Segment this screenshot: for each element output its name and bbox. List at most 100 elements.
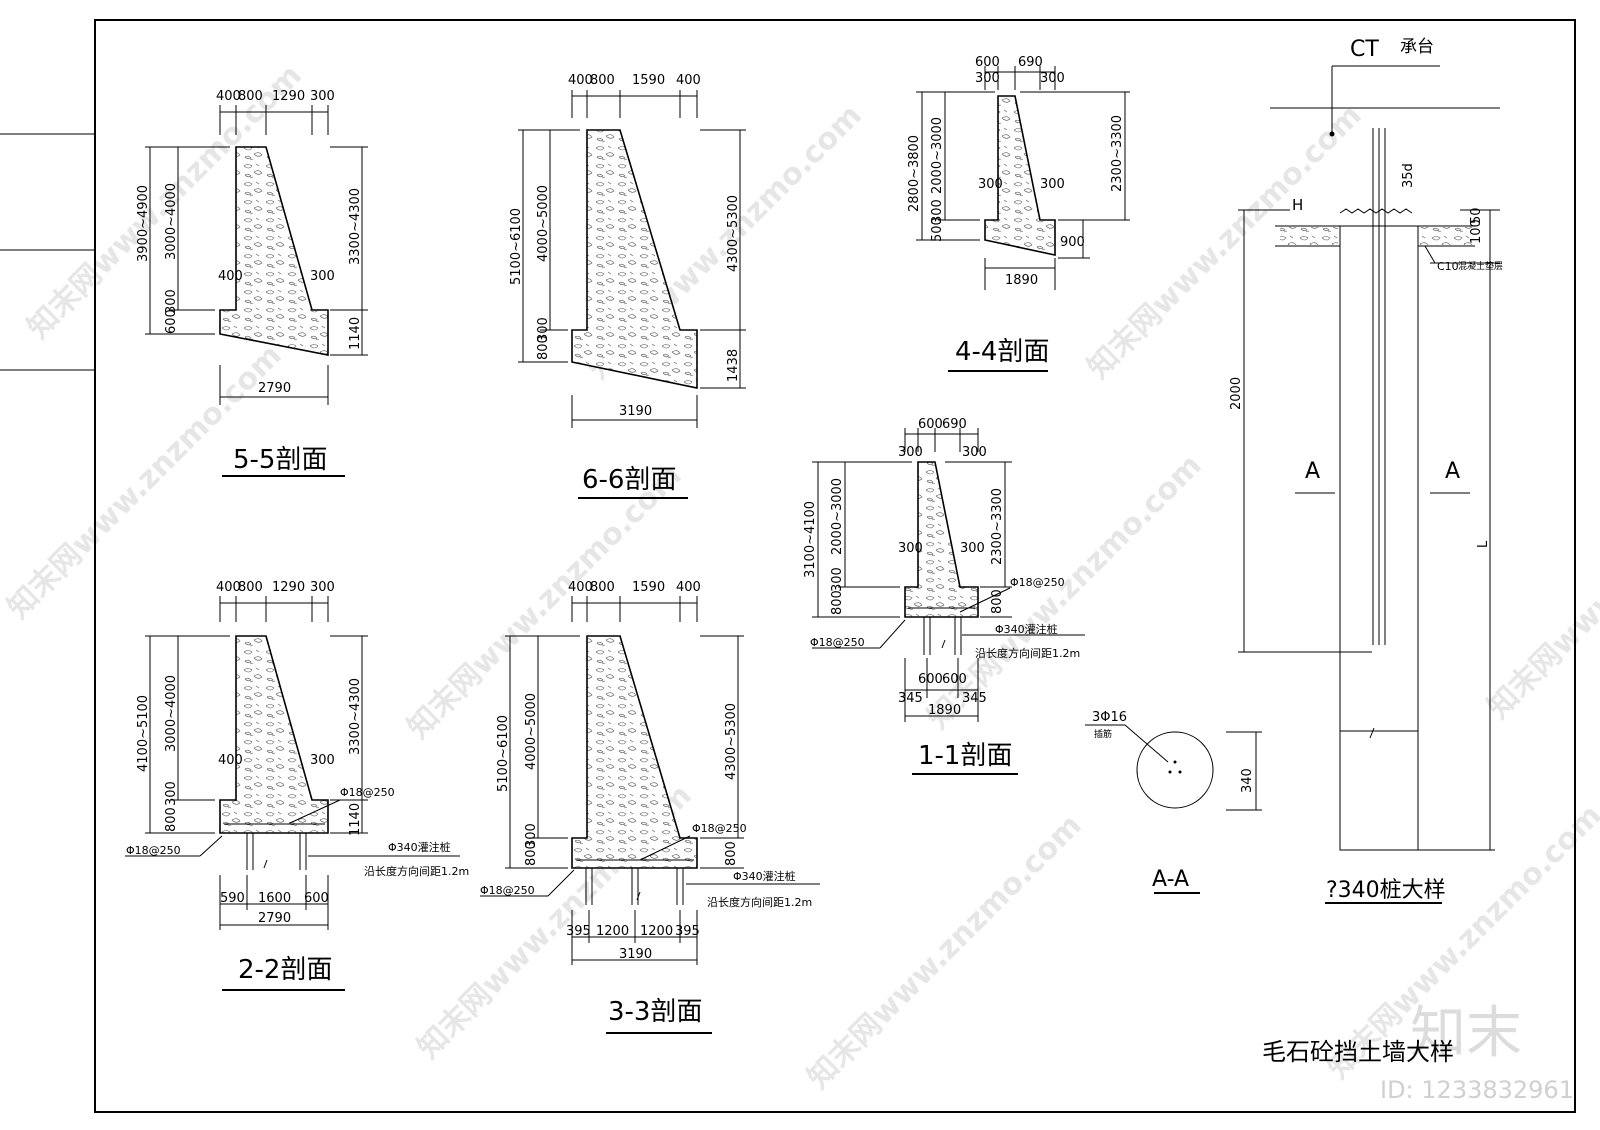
section-title: 4-4剖面: [955, 337, 1049, 367]
dim-lines: [145, 105, 368, 477]
dim-text: 345: [898, 691, 923, 706]
section-title: 5-5剖面: [233, 445, 327, 475]
pile-label: Φ340灌注桩: [733, 869, 796, 883]
dim-text: 4300~5300: [726, 195, 741, 272]
pile-spacing-label: 沿长度方向间距1.2m: [707, 895, 812, 909]
dim-text: 600: [918, 417, 943, 432]
dim-text: 3300~4300: [348, 188, 363, 265]
dim-text: 3190: [619, 404, 652, 419]
dim-text: 800: [724, 841, 739, 866]
dim-text: 800: [590, 73, 615, 88]
dim-text: 1140: [348, 317, 363, 350]
dim-text: 800: [524, 841, 539, 866]
dim-text: 5100~6100: [496, 715, 511, 792]
dim-text: 3190: [619, 947, 652, 962]
bars-label: 3Φ16: [1092, 710, 1127, 725]
dim-text: 300: [962, 445, 987, 460]
dim-text: 300: [524, 823, 539, 848]
dim-text: 3300~4300: [348, 678, 363, 755]
dim-text: 400: [216, 89, 241, 104]
dim-text: 800: [830, 590, 845, 615]
pile-label: Φ340灌注桩: [388, 840, 451, 854]
dim-text: 400: [568, 580, 593, 595]
dim-text: 800: [238, 89, 263, 104]
dim-text: 1890: [1005, 273, 1038, 288]
cut-label: A: [1305, 459, 1320, 484]
dim-text: 400: [216, 580, 241, 595]
dim-text: 400: [218, 269, 243, 284]
section-title: ?340桩大样: [1326, 878, 1446, 903]
ct-label: CT: [1350, 37, 1379, 62]
dim-text: 2790: [258, 911, 291, 926]
dim-text: 1590: [632, 580, 665, 595]
dim-text: 300: [310, 580, 335, 595]
dim-text: 1200: [640, 924, 673, 939]
dim-text: 600: [918, 672, 943, 687]
dim-text: 3000~4000: [164, 183, 179, 260]
anchor-label: 35d: [1401, 163, 1416, 188]
dim-text: 3100~4100: [803, 501, 818, 578]
section-title: A-A: [1152, 867, 1189, 892]
rebar-and-piles: [480, 835, 820, 905]
section-title: 1-1剖面: [918, 741, 1012, 771]
rebar-label: Φ18@250: [1010, 576, 1065, 589]
watermark-text: 知末网www.znzmo.com: [801, 808, 1089, 1096]
dim-text: 3000~4000: [164, 675, 179, 752]
dim-text: 600: [975, 55, 1000, 70]
dim-text: 395: [675, 924, 700, 939]
dim-text: 300: [164, 781, 179, 806]
dim-text: 600: [942, 672, 967, 687]
dim-text: 300: [930, 199, 945, 224]
section-title: 6-6剖面: [582, 465, 676, 495]
dim-text: 1290: [272, 580, 305, 595]
dim-text: 300: [1040, 71, 1065, 86]
dim-text: 300: [310, 269, 335, 284]
pile-label: Φ340灌注桩: [995, 622, 1058, 636]
dim-text: 345: [962, 691, 987, 706]
dim-text: 100: [1469, 219, 1484, 244]
section-1-1: 600 690 300 300 3100~4100 2000~3000 300 …: [803, 417, 1085, 775]
dim-text: 2300~3300: [1110, 115, 1125, 192]
dim-text: 300: [898, 541, 923, 556]
watermark-text: 知末网www.znzmo.com: [401, 458, 689, 746]
dim-text: 1590: [632, 73, 665, 88]
dim-lines: [812, 428, 1018, 775]
dim-text: 1200: [596, 924, 629, 939]
dim-text: 600: [304, 891, 329, 906]
pile-detail: CT 承台 35d H 50 100 C10 混凝土垫层 2000 A A L …: [1229, 37, 1503, 904]
dim-text: 300: [310, 89, 335, 104]
dim-text: 1438: [726, 349, 741, 382]
cut-label: A: [1445, 459, 1460, 484]
dim-text: 300: [975, 71, 1000, 86]
h-label: H: [1292, 196, 1303, 214]
dim-text: 1600: [258, 891, 291, 906]
rebar-and-piles: [125, 799, 460, 870]
sheet-title: 毛石砼挡土墙大样: [1262, 1038, 1454, 1066]
dim-text: 800: [536, 335, 551, 360]
dim-lines: [505, 596, 744, 1034]
dim-text: 300: [960, 541, 985, 556]
rebar-label: Φ18@250: [810, 636, 865, 649]
c10-label: C10: [1437, 260, 1459, 273]
dim-text: 600: [164, 309, 179, 334]
dim-text: 400: [218, 753, 243, 768]
dim-text: 4300~5300: [724, 703, 739, 780]
dim-text: 50: [1469, 207, 1484, 224]
dim-text: 300: [1040, 177, 1065, 192]
dim-text: 690: [942, 417, 967, 432]
dim-text: 1140: [348, 803, 363, 836]
rebar-label: Φ18@250: [692, 822, 747, 835]
dim-text: 4000~5000: [524, 693, 539, 770]
dim-text: 2790: [258, 381, 291, 396]
dim-text: 2800~3800: [907, 135, 922, 212]
pile-spacing-label: 沿长度方向间距1.2m: [975, 646, 1080, 660]
section-a-a: 3Φ16 插筋 340 A-A: [1085, 710, 1262, 894]
section-6-6: 400 800 1590 400 5100~6100 4000~5000 300…: [509, 73, 746, 499]
dim-text: 400: [676, 580, 701, 595]
dim-text: 300: [164, 289, 179, 314]
cap-label: 承台: [1400, 37, 1434, 57]
dim-text: 2300~3300: [990, 488, 1005, 565]
rebar-and-piles: [812, 587, 1085, 655]
dim-text: 2000~3000: [930, 117, 945, 194]
dim-lines: [145, 596, 368, 991]
